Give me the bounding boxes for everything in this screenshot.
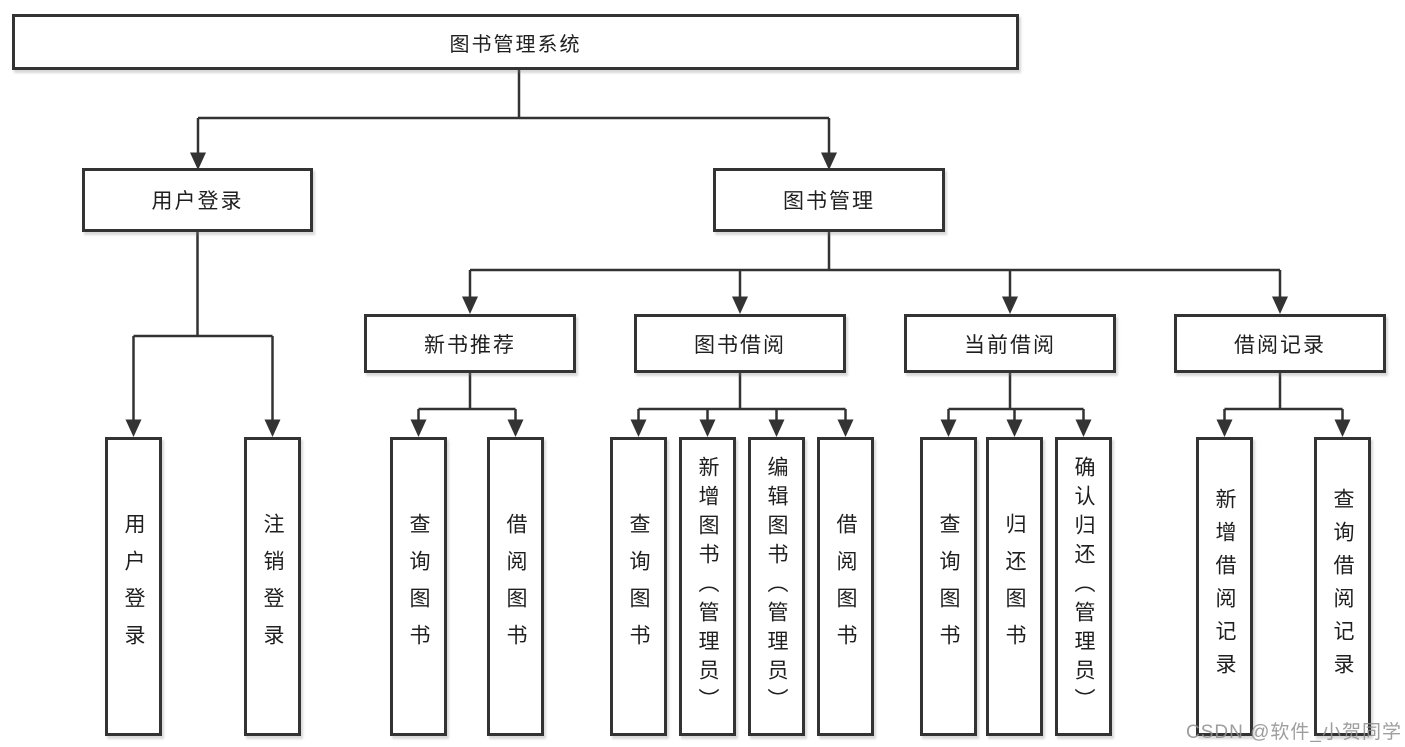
connector-user-login-subtree [125, 232, 281, 437]
node-label: 图书借阅 [694, 333, 786, 357]
leaf-query-borrow-record: 查询借阅记录 [1314, 437, 1371, 736]
leaf-query-book-newbook: 查询图书 [390, 437, 447, 736]
leaf-label: 归还图书 [1003, 512, 1026, 661]
connector-book-borrow-subtree [630, 373, 854, 437]
watermark: CSDN @软件_小贺同学 [1186, 722, 1402, 743]
leaf-label: 用户登录 [122, 512, 145, 661]
node-book-borrow: 图书借阅 [634, 314, 846, 373]
leaf-label: 确认归还（管理员） [1072, 456, 1095, 717]
node-book-management: 图书管理 [713, 168, 945, 232]
leaf-query-book-current: 查询图书 [920, 437, 977, 736]
node-current-borrow: 当前借阅 [904, 314, 1116, 373]
node-label: 用户登录 [151, 190, 244, 213]
leaf-borrow-book-newbook: 借阅图书 [487, 437, 544, 736]
node-label: 当前借阅 [964, 333, 1056, 357]
leaf-label: 借阅图书 [504, 512, 527, 661]
leaf-confirm-return-admin: 确认归还（管理员） [1055, 437, 1112, 736]
leaf-label: 新增图书（管理员） [696, 456, 719, 717]
node-user-login: 用户登录 [82, 168, 313, 232]
leaf-query-book-borrow: 查询图书 [610, 437, 667, 736]
node-label: 借阅记录 [1234, 333, 1326, 357]
leaf-label: 查询图书 [407, 512, 430, 661]
leaf-label: 查询图书 [627, 512, 650, 661]
connector-current-borrow-subtree [940, 373, 1092, 437]
leaf-return-book: 归还图书 [986, 437, 1043, 736]
node-label: 新书推荐 [424, 333, 516, 357]
leaf-label: 编辑图书（管理员） [765, 456, 788, 717]
connector-root-to-level2 [190, 70, 837, 170]
connector-new-book-subtree [410, 373, 524, 437]
leaf-add-borrow-record: 新增借阅记录 [1196, 437, 1253, 736]
leaf-user-login: 用户登录 [105, 437, 162, 736]
leaf-label: 借阅图书 [834, 512, 857, 661]
node-root-system: 图书管理系统 [12, 14, 1019, 70]
node-new-book-recommend: 新书推荐 [364, 314, 576, 373]
leaf-label: 新增借阅记录 [1213, 487, 1236, 686]
node-label: 图书管理 [783, 190, 875, 213]
node-label: 图书管理系统 [449, 33, 582, 56]
connector-borrow-record-subtree [1216, 373, 1351, 437]
connector-book-mgmt-to-level3 [462, 232, 1288, 314]
leaf-logout: 注销登录 [244, 437, 301, 736]
leaf-label: 查询图书 [937, 512, 960, 661]
leaf-edit-book-admin: 编辑图书（管理员） [748, 437, 805, 736]
leaf-label: 注销登录 [261, 512, 284, 661]
leaf-label: 查询借阅记录 [1331, 487, 1354, 686]
leaf-add-book-admin: 新增图书（管理员） [679, 437, 736, 736]
node-borrow-record: 借阅记录 [1174, 314, 1386, 373]
leaf-borrow-book: 借阅图书 [817, 437, 874, 736]
